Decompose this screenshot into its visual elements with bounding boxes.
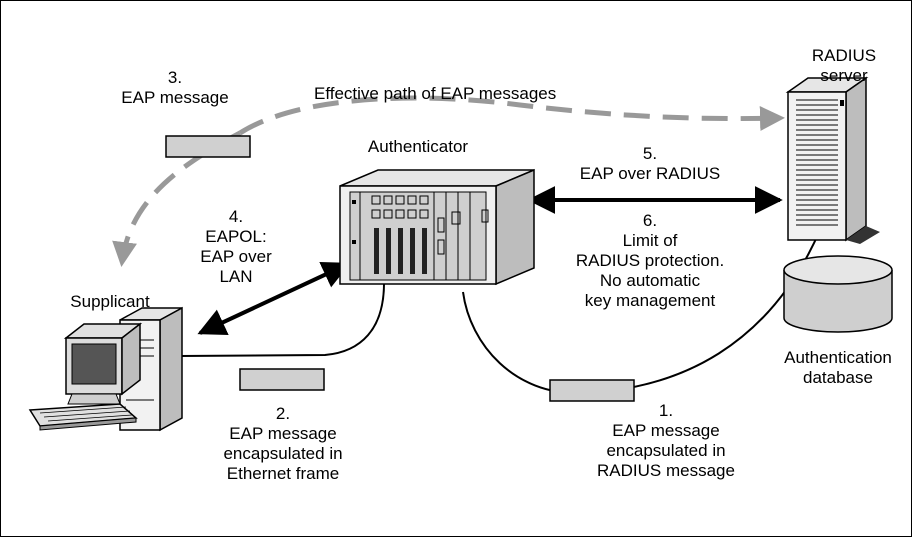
step6-label: 6. Limit of RADIUS protection. No automa… <box>575 211 725 310</box>
effective-path-label: Effective path of EAP messages <box>314 84 557 103</box>
supplicant-cable <box>179 279 386 357</box>
step2-label: 2. EAP message encapsulated in Ethernet … <box>223 404 343 483</box>
authenticator-device <box>339 168 535 286</box>
radius-server-label: RADIUS server <box>811 46 877 85</box>
eapol-arrow <box>197 261 351 336</box>
authentication-database-label: Authentication database <box>784 348 892 387</box>
step5-label: 5. EAP over RADIUS <box>579 144 721 183</box>
effective-path-dashed <box>238 95 785 136</box>
message-box-step3 <box>165 135 251 158</box>
step1-label: 1. EAP message encapsulated in RADIUS me… <box>597 401 735 480</box>
authentication-database <box>783 255 893 333</box>
step3-label: 3. EAP message <box>121 68 229 107</box>
message-box-step2 <box>239 368 325 391</box>
supplicant-computer <box>28 306 183 432</box>
step4-label: 4. EAPOL: EAP over LAN <box>200 207 272 286</box>
supplicant-label: Supplicant <box>70 292 150 311</box>
message-box-step1 <box>549 379 635 402</box>
radius-server-device <box>785 76 880 244</box>
authenticator-label: Authenticator <box>367 137 469 156</box>
